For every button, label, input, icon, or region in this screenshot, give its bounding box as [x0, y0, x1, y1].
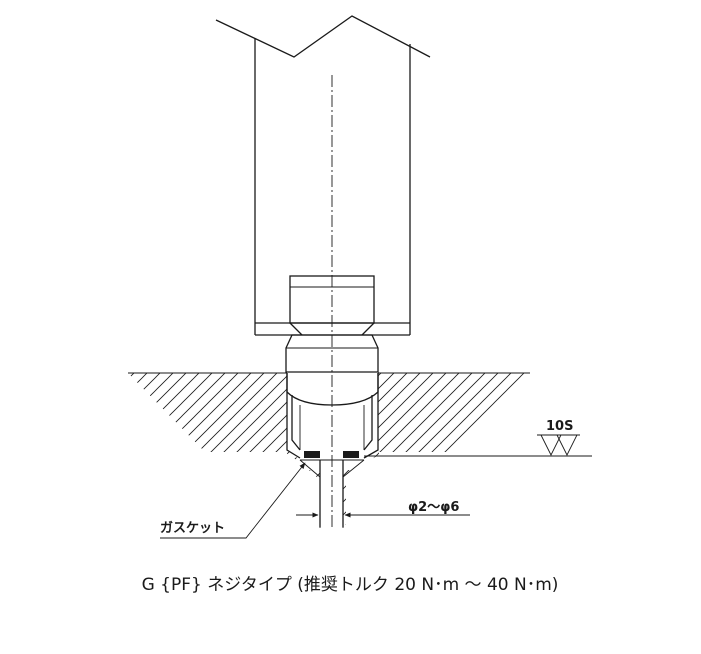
gasket-left	[304, 451, 320, 458]
sensor-housing-break-line	[215, 15, 431, 58]
diameter-label: φ2〜φ6	[408, 500, 459, 515]
surface-finish-symbol	[537, 434, 580, 457]
mounting-block-hatch	[128, 373, 530, 525]
inner-hex-chamfer	[289, 322, 375, 336]
thread-body	[286, 373, 379, 406]
gasket-leader	[160, 462, 306, 539]
surface-finish-label: 10S	[546, 419, 573, 434]
gasket-right	[343, 451, 359, 458]
diagram-caption: G {PF} ネジタイプ (推奨トルク 20 N･m 〜 40 N･m)	[142, 575, 559, 595]
pressure-port	[319, 460, 344, 527]
gasket-label: ガスケット	[160, 521, 225, 536]
seating-cavity	[286, 373, 379, 459]
thread-lower	[291, 395, 373, 451]
